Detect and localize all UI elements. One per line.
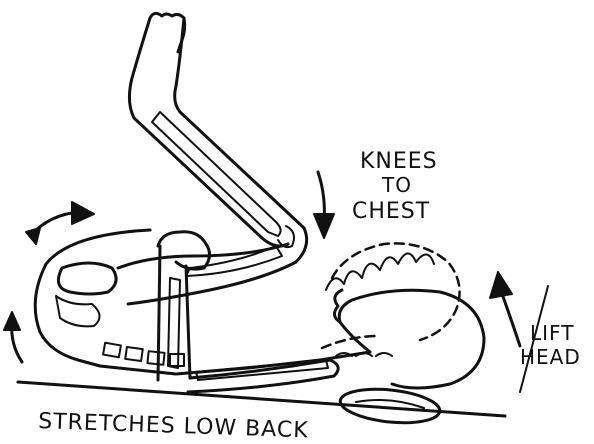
rock-arrow-top-tail bbox=[26, 228, 40, 244]
lift-caption-line1: LIFT bbox=[530, 321, 574, 345]
lift-head-arrow bbox=[500, 288, 520, 346]
head-outline bbox=[339, 290, 484, 388]
torso bbox=[35, 230, 392, 374]
hip-bone bbox=[56, 296, 100, 326]
head bbox=[322, 243, 484, 388]
femur-bone bbox=[186, 246, 282, 276]
rock-arrow-bottom-head bbox=[4, 312, 20, 330]
knees-arrow-head bbox=[314, 214, 334, 238]
thigh-outline-lower bbox=[128, 262, 296, 304]
back-outline bbox=[35, 230, 370, 374]
hands-on-knees bbox=[158, 232, 210, 269]
lift-head-arrow-head bbox=[490, 272, 512, 298]
knees-caption-line2: TO bbox=[381, 173, 412, 197]
knees-caption-line3: CHEST bbox=[352, 199, 430, 224]
hair-curls bbox=[326, 253, 434, 290]
knees-caption-line1: KNEES bbox=[360, 149, 438, 174]
arrows bbox=[4, 172, 548, 392]
spine bbox=[103, 343, 184, 366]
feet bbox=[150, 13, 185, 52]
lifted-neck-line bbox=[322, 336, 378, 348]
tibia-bone bbox=[152, 112, 281, 236]
forearm-outline bbox=[158, 246, 160, 380]
thigh-outline bbox=[118, 244, 288, 268]
stretch-caption: STRETCHES LOW BACK bbox=[38, 409, 309, 443]
legs bbox=[118, 13, 307, 304]
pelvis bbox=[58, 263, 116, 294]
forearm-outline-inner bbox=[186, 266, 190, 378]
upper-arm bbox=[188, 360, 338, 392]
lift-caption-line2: HEAD bbox=[520, 345, 581, 369]
rock-arrow-top-head bbox=[72, 202, 94, 224]
